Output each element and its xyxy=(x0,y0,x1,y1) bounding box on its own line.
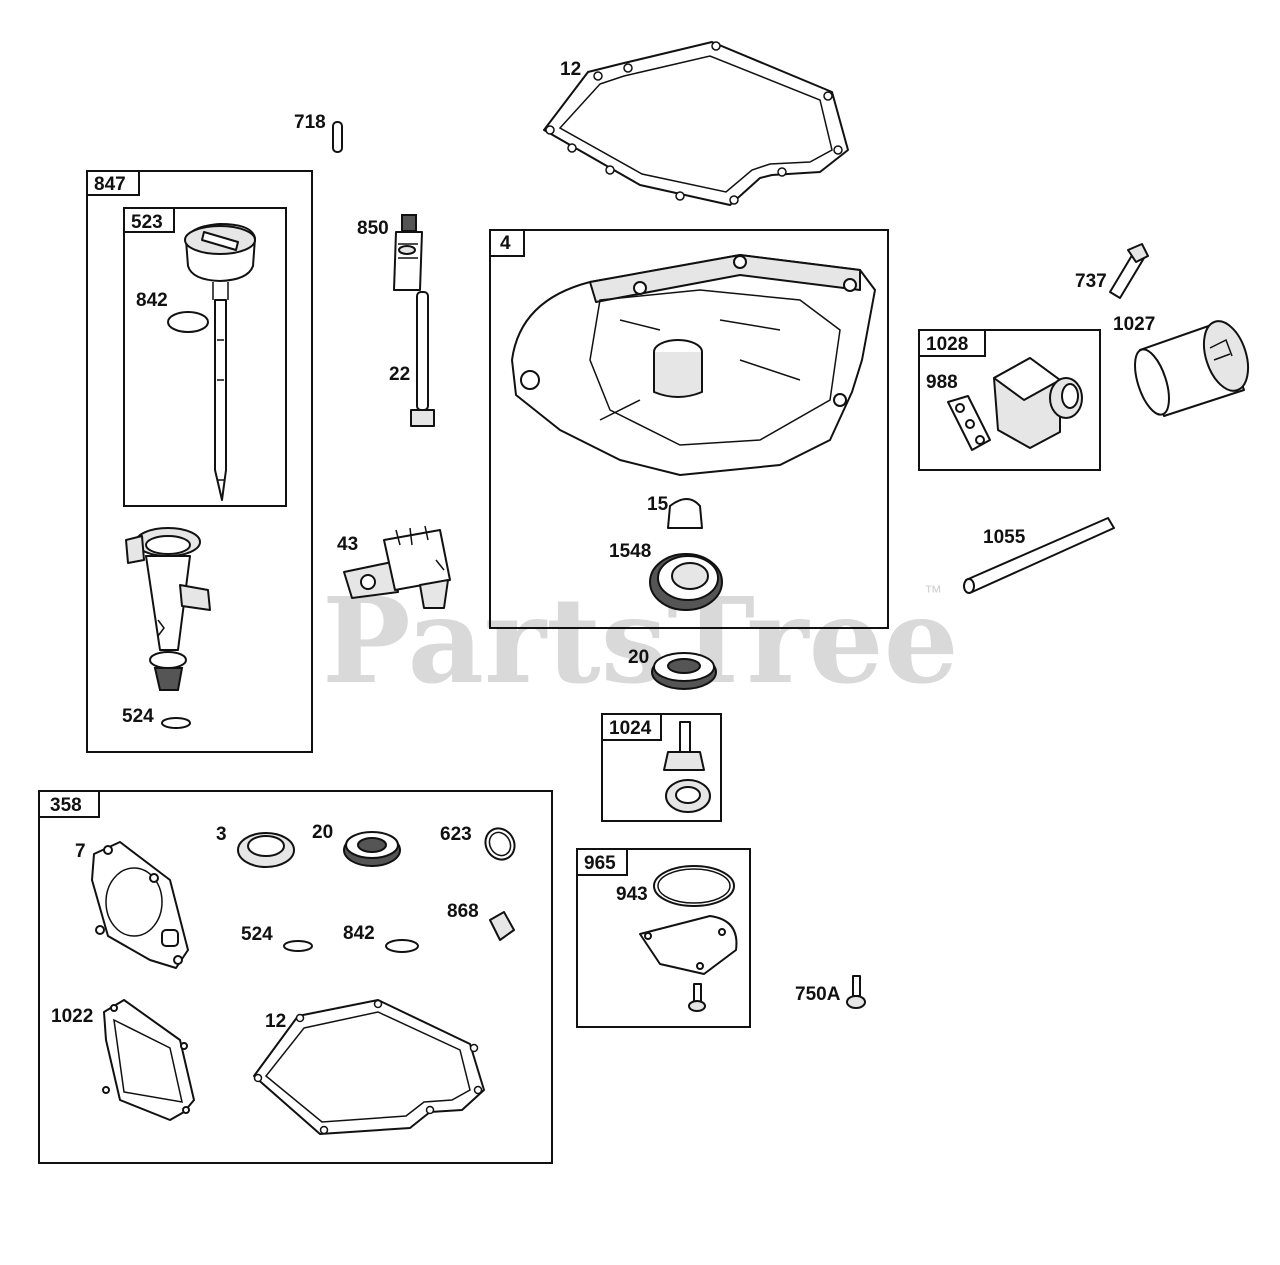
gasket-1022[interactable] xyxy=(102,999,195,1121)
governor-43[interactable] xyxy=(343,525,451,609)
group-523[interactable]: 523 842 xyxy=(123,207,287,507)
group-358-label: 358 xyxy=(50,795,82,816)
group-965-frame xyxy=(576,848,751,1028)
label-3: 3 xyxy=(216,824,227,845)
label-20-mid: 20 xyxy=(628,647,649,668)
group-847-label: 847 xyxy=(94,174,126,195)
gasket-7[interactable] xyxy=(91,841,189,969)
group-4[interactable]: 4 15 1548 xyxy=(489,229,889,629)
label-20-kit: 20 xyxy=(312,822,333,843)
o-ring-524-top[interactable] xyxy=(161,717,191,729)
label-15: 15 xyxy=(647,494,669,515)
screw-750A[interactable] xyxy=(846,975,866,1009)
label-1055: 1055 xyxy=(983,527,1026,548)
label-1027: 1027 xyxy=(1113,314,1155,335)
sealant-tube-850[interactable] xyxy=(393,214,423,291)
group-4-label: 4 xyxy=(500,233,511,254)
gasket-988[interactable] xyxy=(947,395,991,451)
label-988: 988 xyxy=(926,372,958,393)
label-43: 43 xyxy=(337,534,358,555)
dipstick-tube-part[interactable] xyxy=(125,527,211,691)
watermark-text: PartsTree xyxy=(322,571,959,710)
filter-adapter-part[interactable] xyxy=(993,357,1083,449)
dipstick-part[interactable] xyxy=(184,223,256,501)
group-1028-frame xyxy=(918,329,1101,471)
bearing-1548[interactable] xyxy=(649,553,723,611)
group-1024[interactable]: 1024 xyxy=(601,713,722,822)
plug-868[interactable] xyxy=(489,911,515,941)
group-358-frame xyxy=(38,790,553,1164)
pin-718[interactable] xyxy=(332,121,343,153)
label-737: 737 xyxy=(1075,271,1107,292)
tube-1055[interactable] xyxy=(963,517,1115,594)
group-965-label: 965 xyxy=(584,853,616,874)
group-358-tab xyxy=(38,790,100,818)
seal-20-kit[interactable] xyxy=(343,831,401,867)
group-4-frame xyxy=(489,229,889,629)
group-1028-tab xyxy=(918,329,986,357)
group-358[interactable]: 358 7 3 20 623 868 xyxy=(38,790,553,1164)
group-1024-tab xyxy=(601,713,662,741)
label-1548: 1548 xyxy=(609,541,651,562)
label-1022: 1022 xyxy=(51,1006,93,1027)
group-1024-label: 1024 xyxy=(609,718,652,739)
pump-cover[interactable] xyxy=(639,915,738,975)
group-965-tab xyxy=(576,848,628,876)
o-ring-524-kit[interactable] xyxy=(283,940,313,952)
gasket-12-top[interactable] xyxy=(543,41,849,206)
seal-20-mid[interactable] xyxy=(651,652,717,690)
o-ring-842-kit[interactable] xyxy=(385,939,419,953)
oil-pump-rotor[interactable] xyxy=(663,721,711,813)
label-22: 22 xyxy=(389,364,410,385)
label-943: 943 xyxy=(616,884,648,905)
pump-screw[interactable] xyxy=(688,983,706,1012)
bolt-737[interactable] xyxy=(1109,243,1149,299)
group-847-tab xyxy=(86,170,140,196)
sump-cover-part[interactable] xyxy=(511,254,876,476)
label-718: 718 xyxy=(294,112,326,133)
label-842-top: 842 xyxy=(136,290,168,311)
label-524-top: 524 xyxy=(122,706,154,727)
label-12-kit: 12 xyxy=(265,1011,286,1032)
bolt-22[interactable] xyxy=(410,291,435,427)
group-965[interactable]: 965 943 xyxy=(576,848,751,1028)
gasket-12-kit[interactable] xyxy=(253,999,485,1135)
label-750A: 750A xyxy=(795,984,841,1005)
label-12-top: 12 xyxy=(560,59,581,80)
label-7: 7 xyxy=(75,841,86,862)
label-868: 868 xyxy=(447,901,479,922)
o-ring-842-top[interactable] xyxy=(167,311,209,333)
label-524-kit: 524 xyxy=(241,924,273,945)
seal-3[interactable] xyxy=(237,832,295,868)
oil-filter-1027[interactable] xyxy=(1128,316,1256,419)
group-523-label: 523 xyxy=(131,212,163,233)
group-1028[interactable]: 1028 988 xyxy=(918,329,1101,471)
group-847[interactable]: 847 523 842 xyxy=(86,170,313,753)
label-842-kit: 842 xyxy=(343,923,375,944)
label-850: 850 xyxy=(357,218,389,239)
group-847-frame xyxy=(86,170,313,753)
o-ring-943[interactable] xyxy=(653,865,735,907)
o-ring-623[interactable] xyxy=(480,823,520,865)
plug-15[interactable] xyxy=(667,498,703,529)
watermark-trademark: ™ xyxy=(924,582,942,602)
group-523-tab xyxy=(123,207,175,233)
label-623: 623 xyxy=(440,824,472,845)
group-1028-label: 1028 xyxy=(926,334,968,355)
group-4-tab xyxy=(489,229,525,257)
group-523-frame xyxy=(123,207,287,507)
